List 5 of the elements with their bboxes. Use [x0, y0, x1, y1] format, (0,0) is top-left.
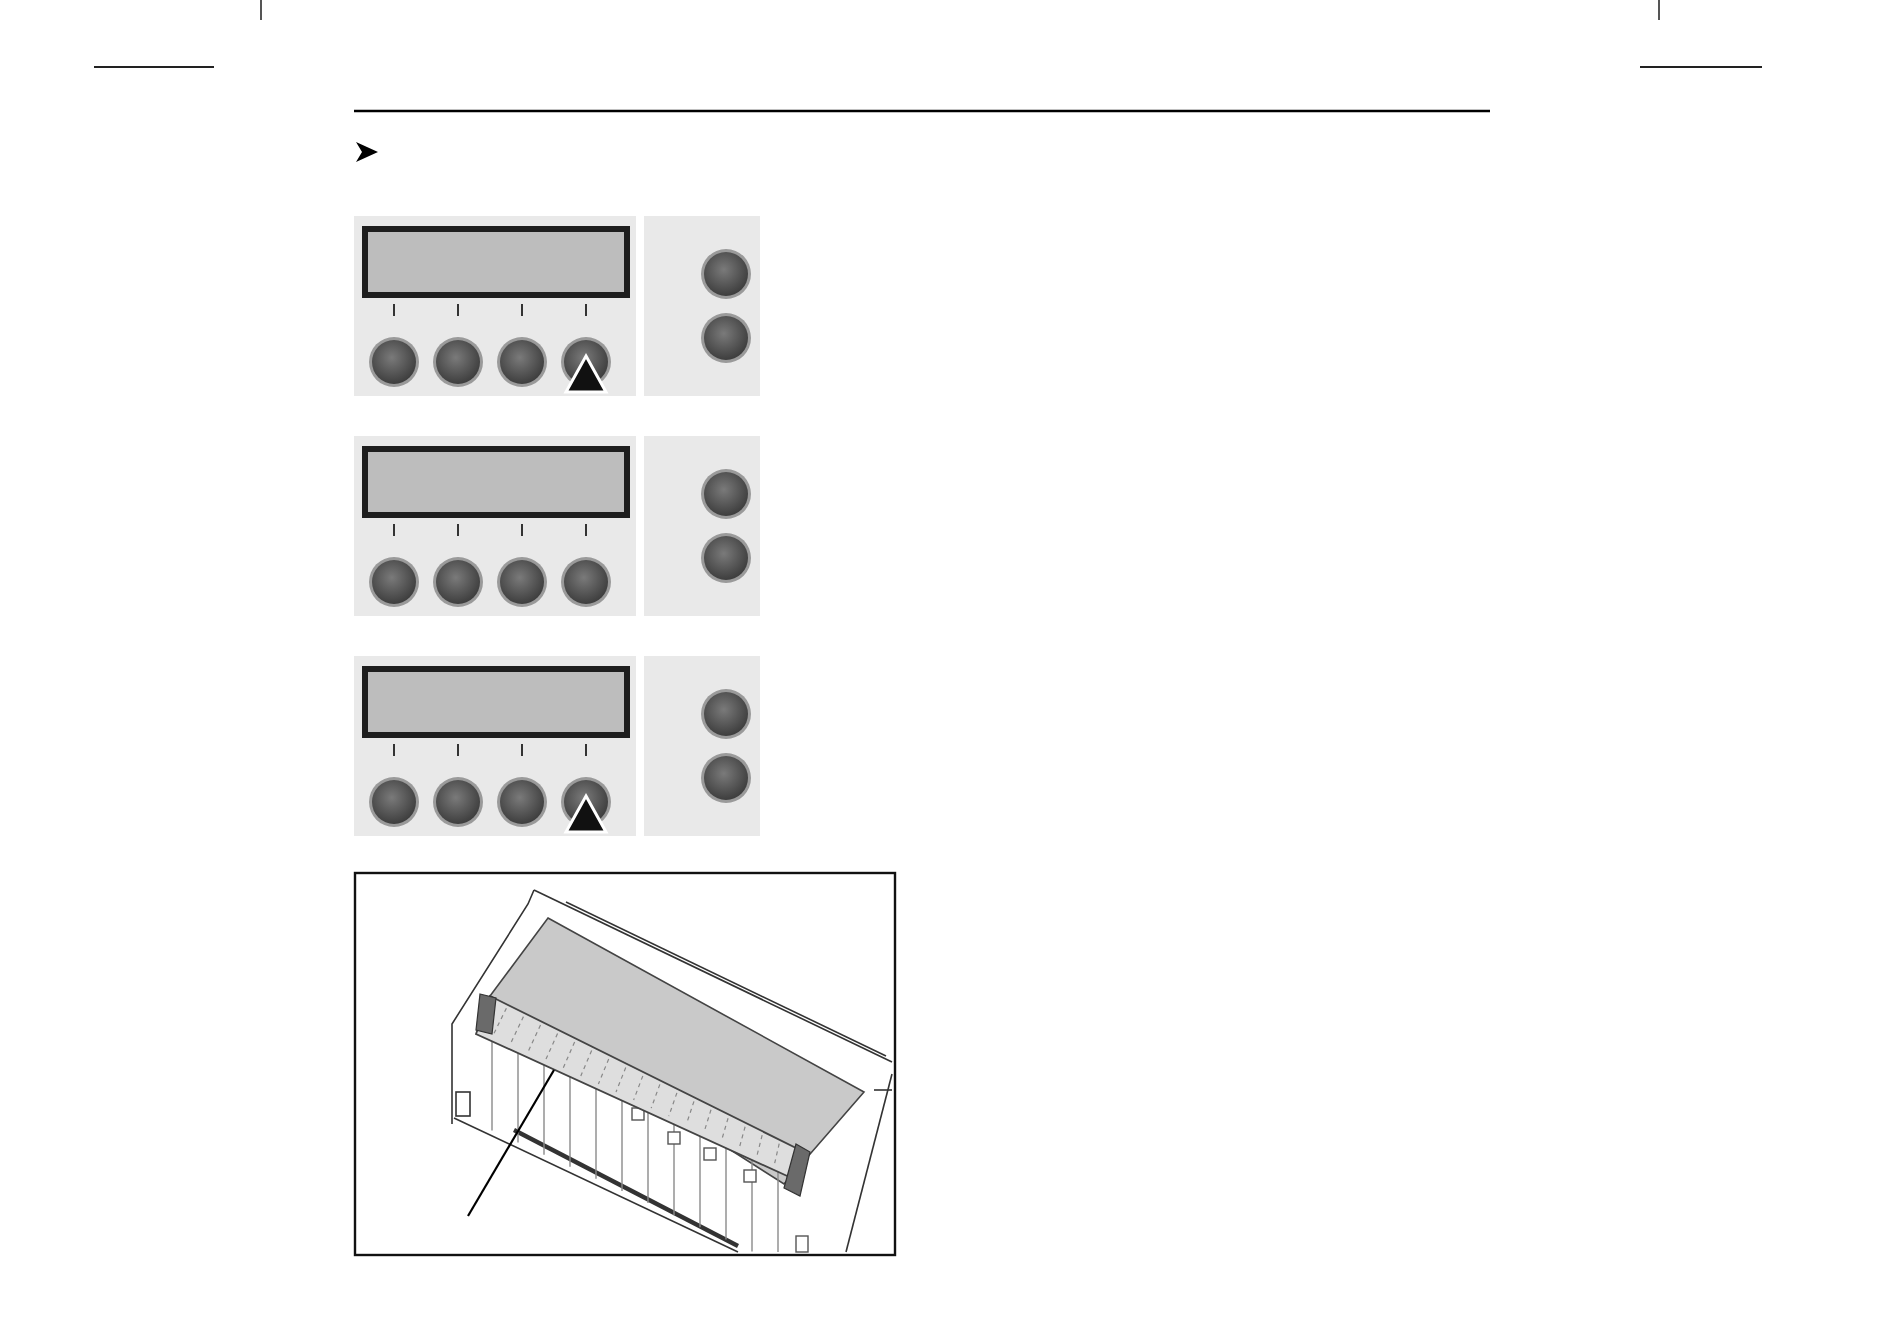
lcd-display	[362, 446, 630, 518]
leader-line	[467, 1069, 555, 1217]
paper-guide	[474, 993, 811, 1197]
lcd-display	[362, 226, 630, 298]
lcd-display	[362, 666, 630, 738]
